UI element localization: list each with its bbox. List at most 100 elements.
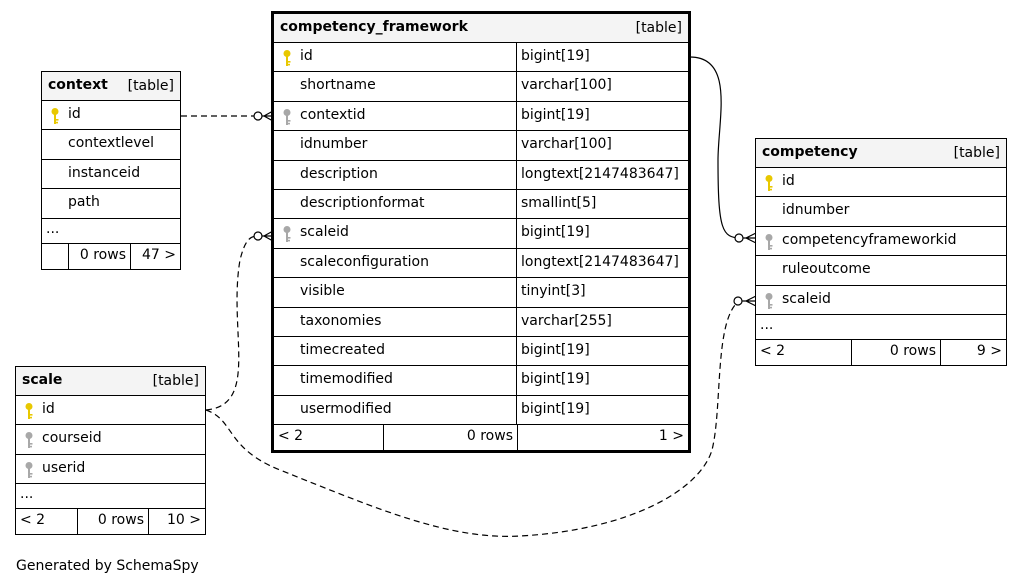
column-name-cell: idnumber: [274, 131, 517, 160]
parents-count[interactable]: < 2: [274, 425, 384, 451]
column-row-shortname[interactable]: shortname varchar[100]: [274, 72, 688, 102]
table-kind: [table]: [152, 373, 199, 389]
table-kind: [table]: [635, 20, 682, 36]
column-name: contextlevel: [68, 135, 155, 152]
rows-count: 0 rows: [69, 243, 131, 269]
column-type: smallint[5]: [521, 194, 597, 211]
column-name: courseid: [42, 430, 102, 447]
column-row-scaleid[interactable]: scaleid: [756, 286, 1006, 315]
column-name: description: [300, 165, 378, 182]
foreign-key-icon: [283, 108, 291, 125]
column-row-path[interactable]: path: [42, 189, 180, 219]
more-columns: ...: [20, 486, 34, 503]
foreign-key-icon: [283, 226, 291, 243]
column-name: instanceid: [68, 164, 141, 181]
column-type: varchar[100]: [521, 136, 612, 153]
column-name-cell: descriptionformat: [274, 189, 517, 219]
optional-marker: [253, 111, 263, 121]
column-name: contextid: [300, 106, 366, 123]
column-row-id[interactable]: id: [756, 168, 1006, 198]
column-row-id[interactable]: id: [42, 101, 180, 131]
more-columns-row: ...: [756, 315, 1006, 340]
crowfoot-marker: [743, 232, 757, 244]
column-name: id: [782, 173, 795, 189]
column-name-cell: ruleoutcome: [756, 256, 1006, 284]
column-name-cell: idnumber: [756, 197, 1006, 225]
foreign-key-icon: [25, 432, 33, 449]
children-count[interactable]: 9 >: [976, 342, 1002, 359]
column-type: bigint[19]: [521, 400, 590, 417]
rows-count: 0 rows: [78, 509, 149, 535]
column-row-descriptionformat[interactable]: descriptionformat smallint[5]: [274, 189, 688, 220]
rows-count: 0 rows: [852, 339, 941, 365]
more-columns: ...: [46, 220, 60, 237]
column-name: ruleoutcome: [782, 261, 871, 278]
parents-count[interactable]: < 2: [756, 339, 852, 365]
primary-key-icon: [283, 50, 291, 66]
table-header: competency [table]: [756, 139, 1006, 168]
column-row-contextlevel[interactable]: contextlevel: [42, 130, 180, 160]
column-type: bigint[19]: [521, 371, 590, 388]
column-row-idnumber[interactable]: idnumber varchar[100]: [274, 131, 688, 161]
relationship-scale-framework: [205, 235, 259, 411]
column-name: idnumber: [300, 136, 368, 153]
column-row-userid[interactable]: userid: [16, 455, 205, 485]
column-type: bigint[19]: [521, 106, 590, 123]
foreign-key-icon: [25, 461, 33, 478]
column-name: userid: [42, 459, 86, 476]
column-row-instanceid[interactable]: instanceid: [42, 160, 180, 190]
column-name: descriptionformat: [300, 194, 425, 211]
column-row-id[interactable]: id: [16, 396, 205, 426]
column-row-contextid[interactable]: contextid bigint[19]: [274, 101, 688, 132]
column-name-cell: instanceid: [42, 160, 180, 188]
children-count[interactable]: 10 >: [167, 512, 201, 529]
primary-key-icon: [765, 175, 773, 191]
column-type: tinyint[3]: [521, 283, 586, 300]
optional-marker: [733, 296, 743, 306]
column-row-courseid[interactable]: courseid: [16, 425, 205, 455]
column-name-cell: id: [16, 396, 205, 424]
children-count[interactable]: 1 >: [658, 428, 684, 445]
column-name-cell: usermodified: [274, 395, 517, 425]
relationship-scale-competency: [205, 300, 743, 537]
column-name-cell: courseid: [16, 425, 205, 453]
column-name-cell: scaleid: [756, 286, 1006, 314]
optional-marker: [253, 231, 263, 241]
relationship-framework-competency: [689, 56, 742, 239]
column-type: varchar[100]: [521, 77, 612, 94]
column-name-cell: taxonomies: [274, 307, 517, 336]
column-row-competencyframeworkid[interactable]: competencyframeworkid: [756, 227, 1006, 257]
parents-count[interactable]: < 2: [16, 509, 78, 535]
column-name-cell: scaleid: [274, 219, 517, 248]
column-row-ruleoutcome[interactable]: ruleoutcome: [756, 256, 1006, 286]
more-columns-row: ...: [16, 484, 205, 510]
column-row-idnumber[interactable]: idnumber: [756, 197, 1006, 227]
column-row-visible[interactable]: visible tinyint[3]: [274, 278, 688, 308]
table-kind: [table]: [953, 145, 1000, 161]
primary-key-icon: [25, 403, 33, 419]
table-footer: 0 rows 47 >: [42, 243, 180, 269]
column-name: id: [300, 48, 313, 64]
rows-count: 0 rows: [384, 425, 518, 451]
column-name: visible: [300, 283, 345, 300]
column-name-cell: timecreated: [274, 336, 517, 366]
column-name: shortname: [300, 77, 376, 94]
column-name-cell: userid: [16, 455, 205, 483]
table-name: competency_framework: [280, 19, 468, 35]
column-name-cell: path: [42, 189, 180, 217]
children-count[interactable]: 47 >: [142, 246, 176, 263]
column-name-cell: shortname: [274, 72, 517, 101]
